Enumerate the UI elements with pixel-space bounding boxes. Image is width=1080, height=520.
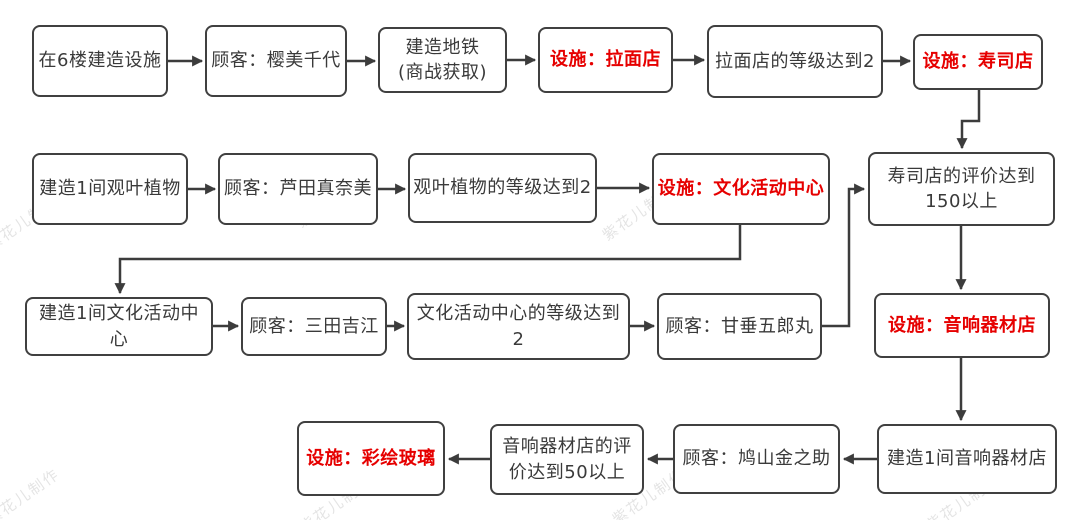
edge-culture-build-culture [114,225,742,295]
node-facility-stained-glass: 设施：彩绘玻璃 [297,421,445,496]
edge-customer-sushi-rating [822,183,866,328]
node-culture-center-level-2: 文化活动中心的等级达到2 [407,293,630,360]
node-facility-ramen-shop: 设施：拉面店 [538,27,673,93]
node-audio-store-rating-50: 音响器材店的评 价达到50以上 [490,424,644,495]
node-customer-santian-jijiang: 顾客：三田吉江 [241,297,387,356]
node-sushi-rating-150: 寿司店的评价达到 150以上 [868,152,1055,226]
node-customer-lutian-zhennaimei: 顾客：芦田真奈美 [218,153,378,225]
node-facility-culture-center: 设施：文化活动中心 [652,153,830,225]
node-ramen-shop-level-2: 拉面店的等级达到2 [707,25,883,98]
node-build-culture-center: 建造1间文化活动中心 [25,297,213,356]
node-build-subway: 建造地铁 (商战获取) [378,27,507,93]
node-facility-sushi-shop: 设施：寿司店 [913,34,1043,90]
node-facility-audio-store: 设施：音响器材店 [874,293,1050,358]
node-build-on-6f: 在6楼建造设施 [32,25,168,97]
node-customer-yingmei-qiandai: 顾客：樱美千代 [205,25,347,97]
node-customer-ganchui-wulangwan: 顾客：甘垂五郎丸 [657,293,822,360]
node-build-foliage-plant: 建造1间观叶植物 [32,153,188,225]
node-foliage-plant-level-2: 观叶植物的等级达到2 [408,153,597,223]
node-build-audio-store: 建造1间音响器材店 [877,424,1057,494]
edge-sushi-sushi-rating [956,90,981,150]
node-customer-jiushan-jinzhizhu: 顾客：鸠山金之助 [673,424,840,494]
